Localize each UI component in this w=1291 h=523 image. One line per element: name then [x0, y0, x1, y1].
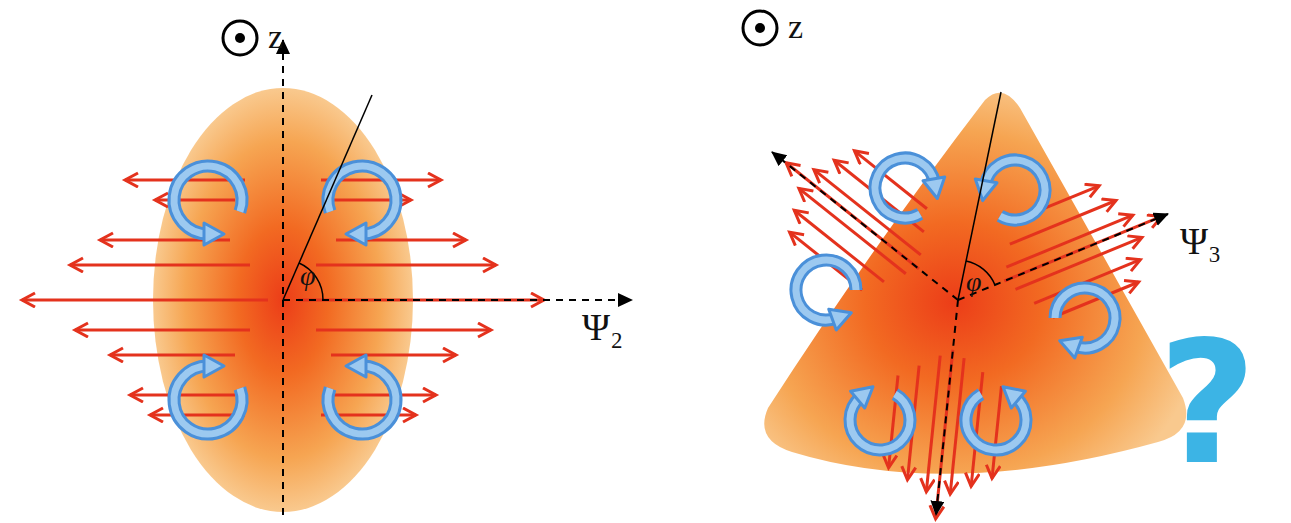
angle-arc [299, 263, 323, 300]
flow-arrow [100, 239, 230, 242]
vortex-ring [174, 166, 242, 234]
vortex-ring [328, 166, 396, 234]
vortex-ring [174, 366, 242, 434]
triangular-fireball [764, 93, 1186, 474]
vortex-ring [1055, 288, 1115, 348]
flow-arrow [70, 264, 250, 267]
vertical-axis [282, 40, 284, 515]
angle-label: φ [966, 268, 982, 296]
flow-arrow [22, 299, 268, 302]
vortex-ring [328, 166, 396, 234]
vortex-ring [850, 394, 910, 450]
plane-label: Ψ₂ [582, 308, 623, 346]
vortex-ring [1055, 288, 1115, 348]
triangular-axis [936, 300, 958, 515]
flow-arrow [926, 356, 940, 492]
vortex-ring [966, 394, 1026, 450]
flow-arrow [1015, 237, 1142, 289]
plane-axis [283, 299, 632, 301]
flow-arrow [316, 329, 491, 332]
vortex-ring [850, 394, 910, 450]
vortex-ring [174, 166, 242, 234]
flow-arrow [331, 394, 436, 397]
vortex-ring [796, 260, 856, 320]
z-axis-symbol [223, 21, 257, 55]
axis-label: z [268, 20, 283, 54]
z-axis-dot [755, 23, 765, 33]
plane-axis [958, 214, 1168, 300]
vortex-ring [796, 260, 856, 320]
flow-arrow [75, 329, 250, 332]
triangular-axis [772, 152, 958, 300]
axis-label: z [788, 10, 803, 44]
flow-arrow [336, 239, 466, 242]
flow-arrow [155, 199, 235, 202]
flow-arrow [1034, 260, 1140, 304]
vortex-ring [328, 366, 396, 434]
flow-arrow [331, 354, 456, 357]
z-axis-dot [235, 33, 245, 43]
angle-label: φ [300, 262, 316, 290]
vortex-ring [985, 160, 1045, 220]
vortex-ring [985, 160, 1045, 220]
vortex-ring [966, 394, 1026, 450]
vorticity-rings [796, 158, 1115, 450]
angle-line [283, 95, 372, 300]
angle-line [958, 92, 1001, 300]
flow-arrow [110, 354, 235, 357]
vortex-ring [875, 158, 935, 218]
flow-arrow [130, 394, 235, 397]
question-mark: ? [1158, 318, 1257, 488]
vortex-ring [875, 158, 935, 218]
z-axis-symbol [743, 11, 777, 45]
vortex-ring [174, 366, 242, 434]
flow-arrow [316, 264, 496, 267]
flow-arrow [992, 386, 1001, 478]
vortex-ring [328, 366, 396, 434]
plane-label: Ψ₃ [1180, 222, 1221, 260]
flow-arrows [786, 151, 1161, 519]
